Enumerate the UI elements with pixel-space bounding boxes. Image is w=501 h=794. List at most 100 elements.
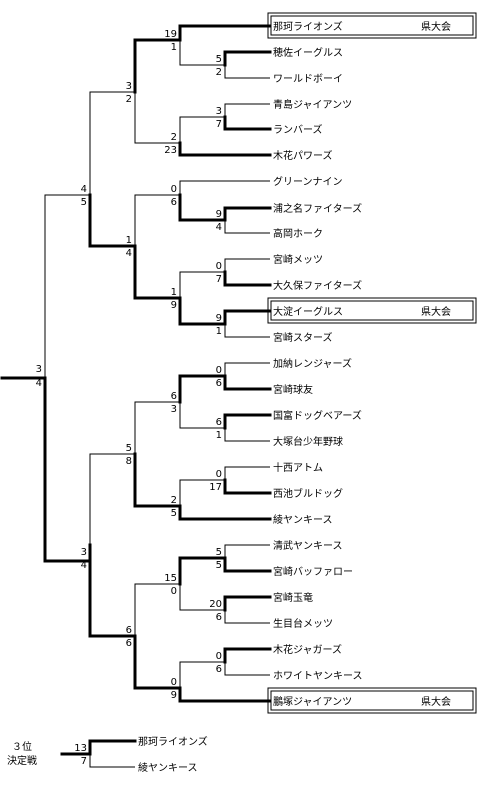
team-name: 加納レンジャーズ (273, 357, 352, 370)
score: 5 (171, 508, 177, 519)
score: 0 (216, 651, 222, 662)
team-name: 浦之名ファイターズ (273, 202, 362, 215)
score: 9 (171, 690, 177, 701)
team-list: 那珂ライオンズ 穂佐イーグルス ワールドボーイ 青島ジャイアンツ ランバーズ 木… (273, 20, 363, 708)
team-name: 宮崎玉竜 (273, 591, 313, 604)
score: 6 (216, 378, 222, 389)
score: 17 (209, 482, 222, 493)
final-score: 4 (36, 378, 42, 389)
team-name: 高岡ホーク (273, 227, 323, 240)
score: 2 (171, 495, 177, 506)
bracket-lines (0, 24, 272, 768)
score: 9 (216, 313, 222, 324)
qualifier-box (267, 297, 477, 324)
score: 0 (216, 261, 222, 272)
score: 1 (171, 42, 177, 53)
third-place-label: 決定戦 (7, 754, 37, 767)
team-name: 宮崎バッファロー (273, 565, 353, 578)
score: 3 (216, 106, 222, 117)
team-name: 西池ブルドッグ (273, 487, 343, 500)
team-name: 生目台メッツ (273, 617, 333, 630)
score: 6 (171, 197, 177, 208)
score: 7 (216, 274, 222, 285)
team-name: 大淀イーグルス (273, 305, 343, 318)
score: 19 (164, 29, 177, 40)
score: 1 (171, 287, 177, 298)
third-place-match: ３位 決定戦 那珂ライオンズ 綾ヤンキース (7, 735, 208, 774)
score: 3 (171, 404, 177, 415)
score: 6 (126, 638, 132, 649)
score: 2 (216, 67, 222, 78)
qualifier-boxes (267, 12, 477, 714)
score: 5 (126, 443, 132, 454)
score: 1 (216, 326, 222, 337)
team-name: 大久保ファイターズ (273, 279, 362, 292)
score: 15 (164, 573, 177, 584)
score: 6 (126, 625, 132, 636)
team-name: 木花ジャガーズ (273, 643, 342, 656)
team-name: 青島ジャイアンツ (273, 98, 352, 111)
team-name: 那珂ライオンズ (138, 735, 208, 748)
score: 5 (216, 547, 222, 558)
score: 6 (216, 417, 222, 428)
qualifier-box (270, 300, 474, 321)
team-name: グリーンナイン (273, 175, 343, 188)
team-name: ホワイトヤンキース (273, 670, 363, 682)
score: 9 (171, 300, 177, 311)
team-name: 宮崎メッツ (273, 253, 323, 266)
team-name: 那珂ライオンズ (273, 20, 343, 33)
qualifier-box (270, 690, 474, 711)
score: 8 (126, 456, 132, 467)
team-name: ワールドボーイ (273, 73, 343, 85)
score: 0 (216, 365, 222, 376)
score: 23 (164, 145, 177, 156)
team-name: 綾ヤンキース (138, 761, 198, 774)
score: 7 (216, 119, 222, 130)
score: 4 (216, 222, 222, 233)
score: 6 (216, 664, 222, 675)
qualifier-box (270, 15, 474, 36)
score: 4 (81, 560, 87, 571)
team-name: ランバーズ (273, 123, 323, 136)
score: 3 (81, 547, 87, 558)
score: 6 (216, 612, 222, 623)
team-name: 大塚台少年野球 (273, 435, 343, 448)
score: 4 (81, 184, 87, 195)
score: 20 (209, 599, 222, 610)
team-name: 国富ドッグベアーズ (273, 409, 362, 422)
score: 1 (216, 430, 222, 441)
team-name: 木花パワーズ (273, 149, 333, 162)
score: 1 (126, 235, 132, 246)
score: 5 (216, 54, 222, 65)
score: 4 (126, 248, 132, 259)
qualifier-badge: 県大会 (421, 695, 451, 708)
team-name: 宮崎スターズ (273, 331, 333, 344)
third-place-label: ３位 (12, 740, 32, 753)
score: 0 (171, 184, 177, 195)
team-name: 宮崎球友 (273, 383, 313, 396)
team-name: 清武ヤンキース (273, 539, 343, 552)
score: 2 (126, 94, 132, 105)
score: 0 (216, 469, 222, 480)
qualifier-badge: 県大会 (421, 20, 451, 33)
team-name: 十西アトム (273, 461, 323, 474)
team-name: 穂佐イーグルス (273, 46, 343, 59)
final-score: 3 (36, 364, 42, 375)
score: 2 (171, 132, 177, 143)
score: 6 (171, 391, 177, 402)
score: 0 (171, 586, 177, 597)
score: 9 (216, 209, 222, 220)
third-place-score: 7 (81, 756, 87, 767)
qualifier-box (267, 687, 477, 714)
team-name: 鵬塚ジャイアンツ (273, 695, 352, 708)
score: 0 (171, 677, 177, 688)
third-place-score: 13 (74, 743, 87, 754)
score: 5 (216, 560, 222, 571)
score: 3 (126, 81, 132, 92)
score: 5 (81, 197, 87, 208)
qualifier-badge: 県大会 (421, 305, 451, 318)
team-name: 綾ヤンキース (273, 513, 333, 526)
scores: 19 1 5 2 3 7 2 23 3 2 9 4 0 6 0 7 9 1 1 … (36, 29, 222, 767)
badges: 県大会 県大会 県大会 (421, 20, 451, 708)
